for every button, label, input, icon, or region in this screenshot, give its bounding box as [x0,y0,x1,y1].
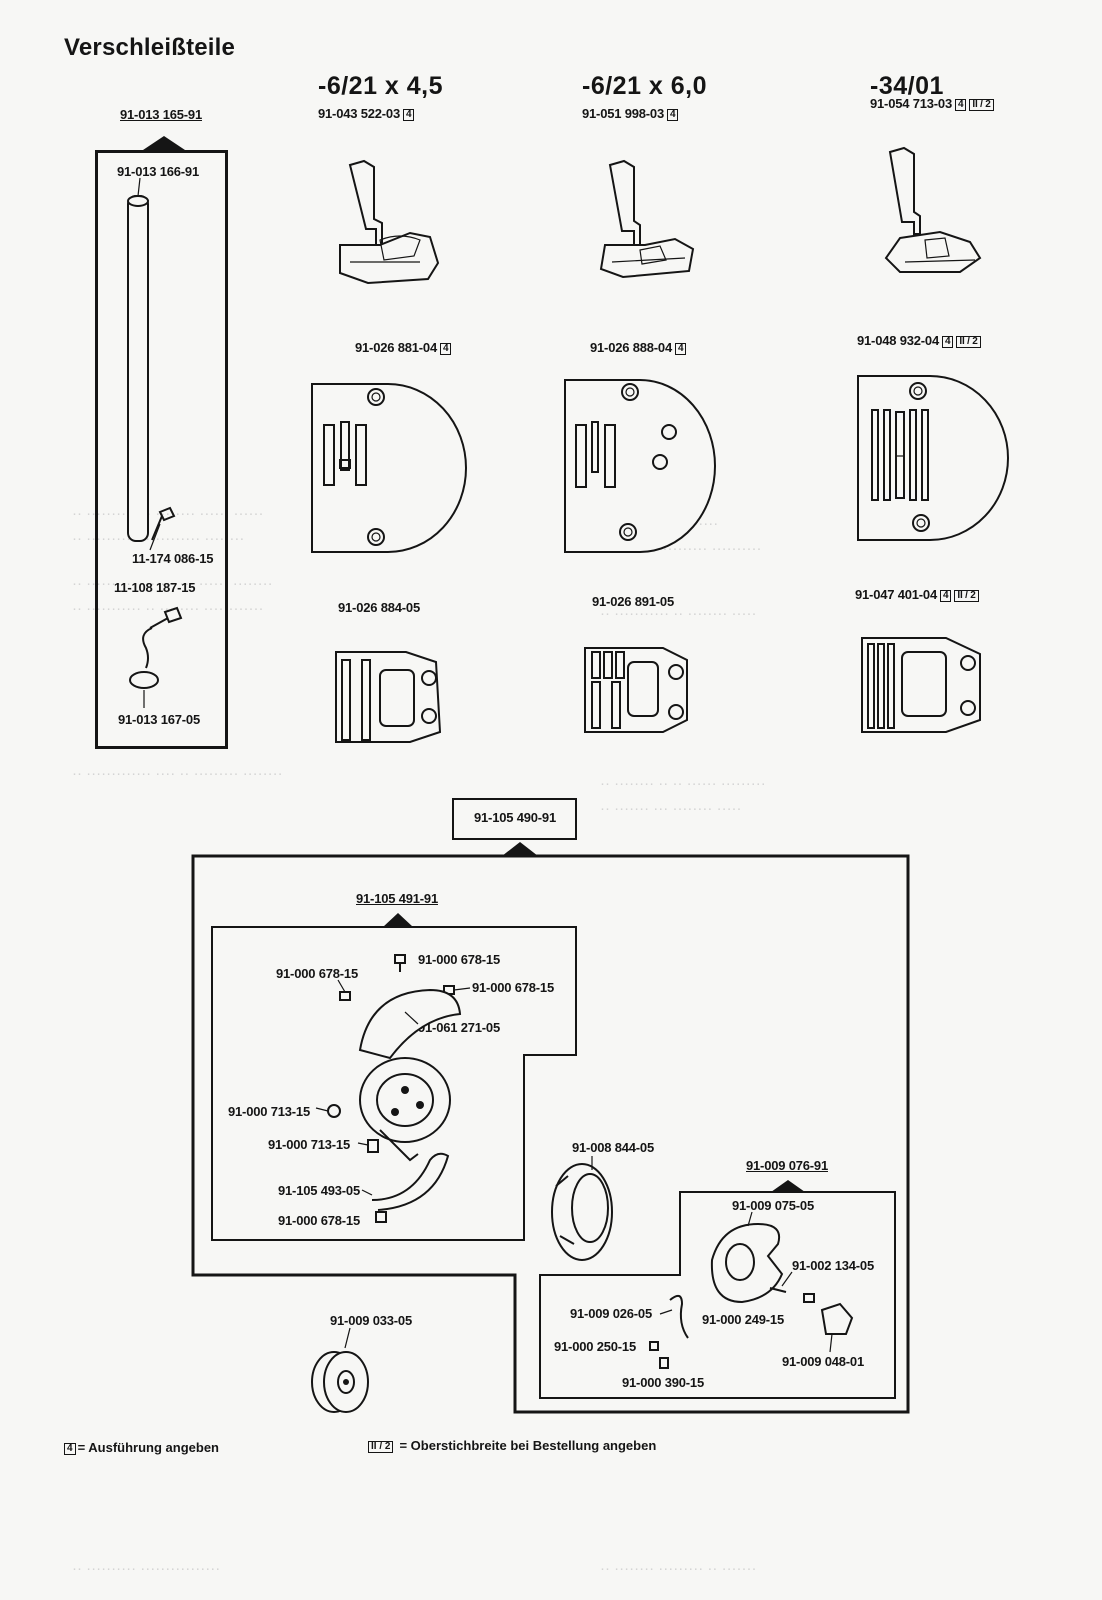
bobbin-case-parts-icon [649,1211,854,1369]
presser-bar-rod-icon [127,177,183,708]
hook-assembly-outline [191,842,910,1414]
hook-part-number: 91-013 167-05 [118,712,200,727]
hook-assembly-label-box [452,798,577,840]
latch-part-number: 91-002 134-05 [792,1258,874,1273]
screw-g-part-number: 91-000 390-15 [622,1375,704,1390]
hook-spring-a: 91-000 713-15 [228,1104,310,1119]
lever-part-number: 91-009 048-01 [782,1354,864,1369]
legend-note-2: II / 2= Oberstichbreite bei Bestellung a… [368,1438,656,1453]
tension-spring-part-number: 91-009 026-05 [570,1306,652,1321]
rotary-hook-icon [315,954,471,1223]
bar-assembly-frame [95,150,228,749]
bar-assembly-pointer [143,136,185,150]
hook-sub2-part-number: 91-009 076-91 [746,1158,828,1173]
feed-dog-1-icon [335,651,442,743]
feed-2-part-number: 91-026 891-05 [592,594,674,609]
feed-dog-3-icon [861,637,981,733]
variant-3-title: -34/01 [870,72,944,100]
feed-1-part-number: 91-026 884-05 [338,600,420,615]
hook-gib: 91-061 271-05 [418,1020,500,1035]
needle-plate-3-icon [857,375,1009,541]
rod-part-number: 91-013 166-91 [117,164,199,179]
screw-1-part-number: 11-174 086-15 [132,551,214,566]
needle-plate-1-icon [311,383,467,553]
variant-2-title: -6/21 x 6,0 [582,72,708,100]
legend-note-1: 4= Ausführung angeben [64,1440,219,1455]
bar-assembly-part-number: 91-013 165-91 [120,107,202,122]
hook-screw-b: 91-000 678-15 [276,966,358,981]
hook-sub1-part-number: 91-105 491-91 [356,891,438,906]
hook-screw-d: 91-000 678-15 [278,1213,360,1228]
feed-dog-2-icon [584,647,688,733]
bobbin-icon [311,1327,369,1413]
screw-2-part-number: 11-108 187-15 [114,580,196,595]
bobbin-case-icon [551,1156,613,1261]
bobbin-case-part-number: 91-008 844-05 [572,1140,654,1155]
case-part-number: 91-009 075-05 [732,1198,814,1213]
hook-assembly-part-number: 91-105 490-91 [474,810,556,825]
presser-foot-2-icon [599,159,695,279]
variant-1-title: -6/21 x 4,5 [318,72,444,100]
hook-screw-c: 91-000 678-15 [472,980,554,995]
screw-e-part-number: 91-000 249-15 [702,1312,784,1327]
presser-foot-3-icon [884,146,982,273]
screw-f-part-number: 91-000 250-15 [554,1339,636,1354]
bobbin-part-number: 91-009 033-05 [330,1313,412,1328]
hook-spring-b: 91-000 713-15 [268,1137,350,1152]
presser-foot-1-icon [339,159,440,285]
page-title: Verschleißteile [64,34,236,61]
hook-retainer: 91-105 493-05 [278,1183,360,1198]
hook-screw-a: 91-000 678-15 [418,952,500,967]
needle-plate-2-icon [564,379,716,553]
